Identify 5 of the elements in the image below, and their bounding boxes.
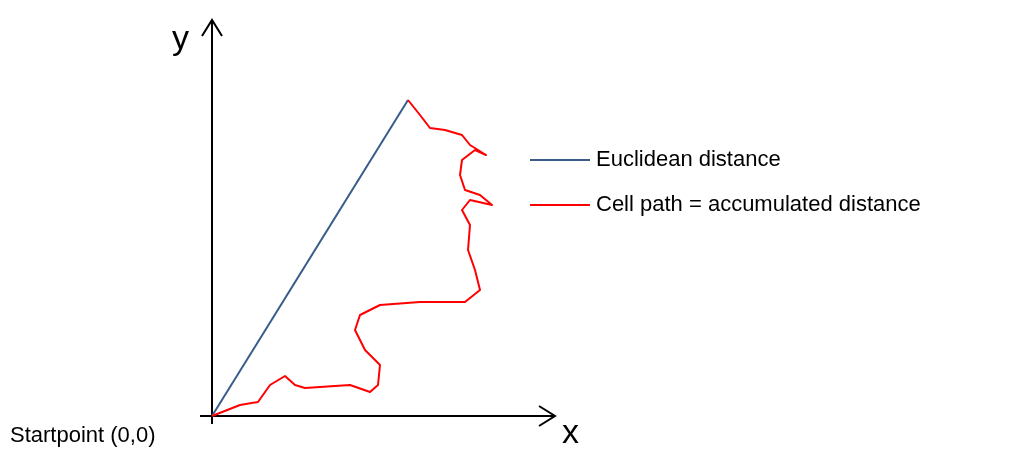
legend-label: Cell path = accumulated distance	[596, 193, 921, 215]
legend-label: Euclidean distance	[596, 148, 781, 170]
origin-label: Startpoint (0,0)	[10, 424, 156, 446]
axis-label: y	[172, 20, 189, 54]
axis-label: x	[562, 414, 579, 448]
